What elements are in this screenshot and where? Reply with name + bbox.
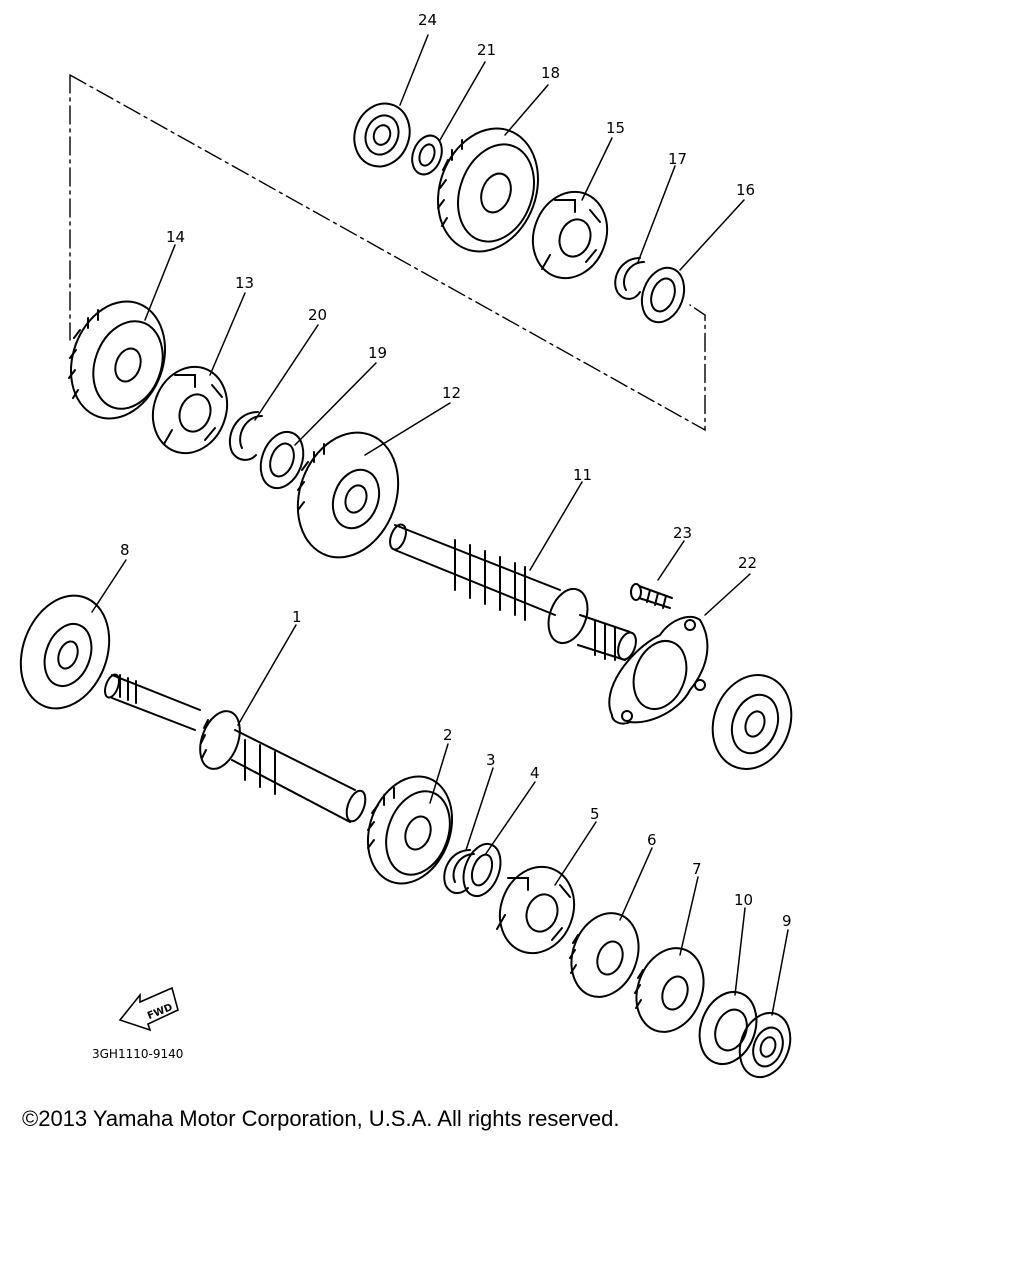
label-14: 14	[166, 228, 185, 246]
fwd-arrow-icon: FWD	[118, 986, 179, 1032]
part-16-washer	[640, 266, 686, 324]
right-bearing	[711, 674, 793, 770]
label-16: 16	[736, 181, 755, 199]
part-6-gear	[569, 912, 640, 998]
part-10-bearing	[698, 991, 758, 1065]
part-14-gear	[68, 300, 167, 420]
transmission-exploded-diagram: 24 21 18 15 17 16 14 13 20 19 12 11 23 2…	[19, 11, 793, 1079]
part-9-oil-seal	[738, 1011, 792, 1079]
part-7-gear	[634, 947, 705, 1033]
label-7: 7	[692, 860, 702, 878]
part-8-bearing	[19, 594, 111, 710]
drawing-code: 3GH1110-9140	[92, 1047, 183, 1061]
part-1-main-axle	[104, 673, 367, 823]
label-1: 1	[292, 608, 302, 626]
label-15: 15	[606, 119, 625, 137]
part-22-retainer-plate	[608, 615, 709, 725]
label-6: 6	[647, 831, 657, 849]
copyright-notice: ©2013 Yamaha Motor Corporation, U.S.A. A…	[22, 1106, 620, 1131]
label-23: 23	[673, 524, 692, 542]
label-21: 21	[477, 41, 496, 59]
label-12: 12	[442, 384, 461, 402]
label-13: 13	[235, 274, 254, 292]
label-5: 5	[590, 805, 600, 823]
label-11: 11	[573, 466, 592, 484]
part-20-circlip	[228, 411, 263, 461]
part-17-circlip	[614, 257, 645, 300]
part-number-labels: 24 21 18 15 17 16 14 13 20 19 12 11 23 2…	[120, 11, 792, 930]
label-8: 8	[120, 541, 130, 559]
label-22: 22	[738, 554, 757, 572]
label-24: 24	[418, 11, 437, 29]
part-5-dog-gear	[496, 865, 576, 955]
label-2: 2	[443, 726, 453, 744]
label-19: 19	[368, 344, 387, 362]
label-10: 10	[734, 891, 753, 909]
label-18: 18	[541, 64, 560, 82]
label-3: 3	[486, 751, 496, 769]
part-23-bolt	[630, 583, 673, 609]
part-19-washer	[259, 430, 305, 490]
part-21-washer	[411, 134, 443, 176]
assembly-guide-lines	[69, 74, 706, 432]
part-2-gear	[366, 775, 454, 885]
leader-lines	[91, 34, 789, 1016]
part-24-bearing	[353, 102, 411, 168]
part-13-dog-gear	[151, 365, 229, 455]
label-9: 9	[782, 912, 792, 930]
label-20: 20	[308, 306, 327, 324]
part-11-drive-axle	[389, 523, 637, 661]
label-17: 17	[668, 150, 687, 168]
label-4: 4	[530, 764, 540, 782]
part-12-gear	[296, 431, 400, 559]
